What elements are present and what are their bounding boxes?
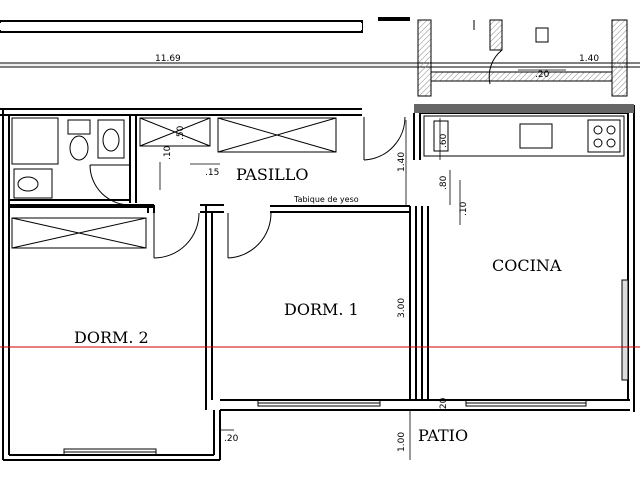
doors: [89, 116, 406, 259]
kitchen-counter: [423, 115, 625, 157]
label-dorm2: DORM. 2: [74, 328, 149, 347]
dim-1-40-top: 1.40: [579, 54, 599, 64]
dim-60: .60: [439, 133, 449, 148]
kitchen-top-wall: [414, 104, 634, 113]
dim-10-kitchen: .10: [459, 201, 469, 216]
dim-20-top: .20: [535, 70, 550, 80]
bathroom-fixtures: [11, 117, 211, 199]
label-pasillo: PASILLO: [236, 165, 309, 184]
label-cocina: COCINA: [492, 256, 562, 275]
closets: [11, 117, 337, 249]
dim-80: .80: [439, 175, 449, 190]
interior-walls: [9, 113, 429, 410]
dim-3-00: 3.00: [397, 298, 407, 318]
outer-walls: [0, 104, 635, 461]
dim-15: .15: [205, 168, 219, 178]
note-tabique: Tabique de yeso: [293, 195, 359, 204]
dim-10-bath: .10: [163, 145, 173, 160]
windows: [63, 279, 629, 456]
dim-50: .50: [176, 125, 186, 140]
top-boundary: [0, 17, 640, 68]
label-patio: PATIO: [418, 426, 468, 445]
dimension-lines: [159, 69, 566, 460]
dim-20-bottom: .20: [224, 434, 239, 444]
dim-11-69: 11.69: [155, 54, 181, 64]
dim-1-40-vert: 1.40: [397, 152, 407, 172]
hatched-walls: [417, 19, 628, 97]
label-dorm1: DORM. 1: [284, 300, 359, 319]
dim-20-patio: .20: [439, 397, 449, 412]
dim-1-00: 1.00: [397, 432, 407, 452]
